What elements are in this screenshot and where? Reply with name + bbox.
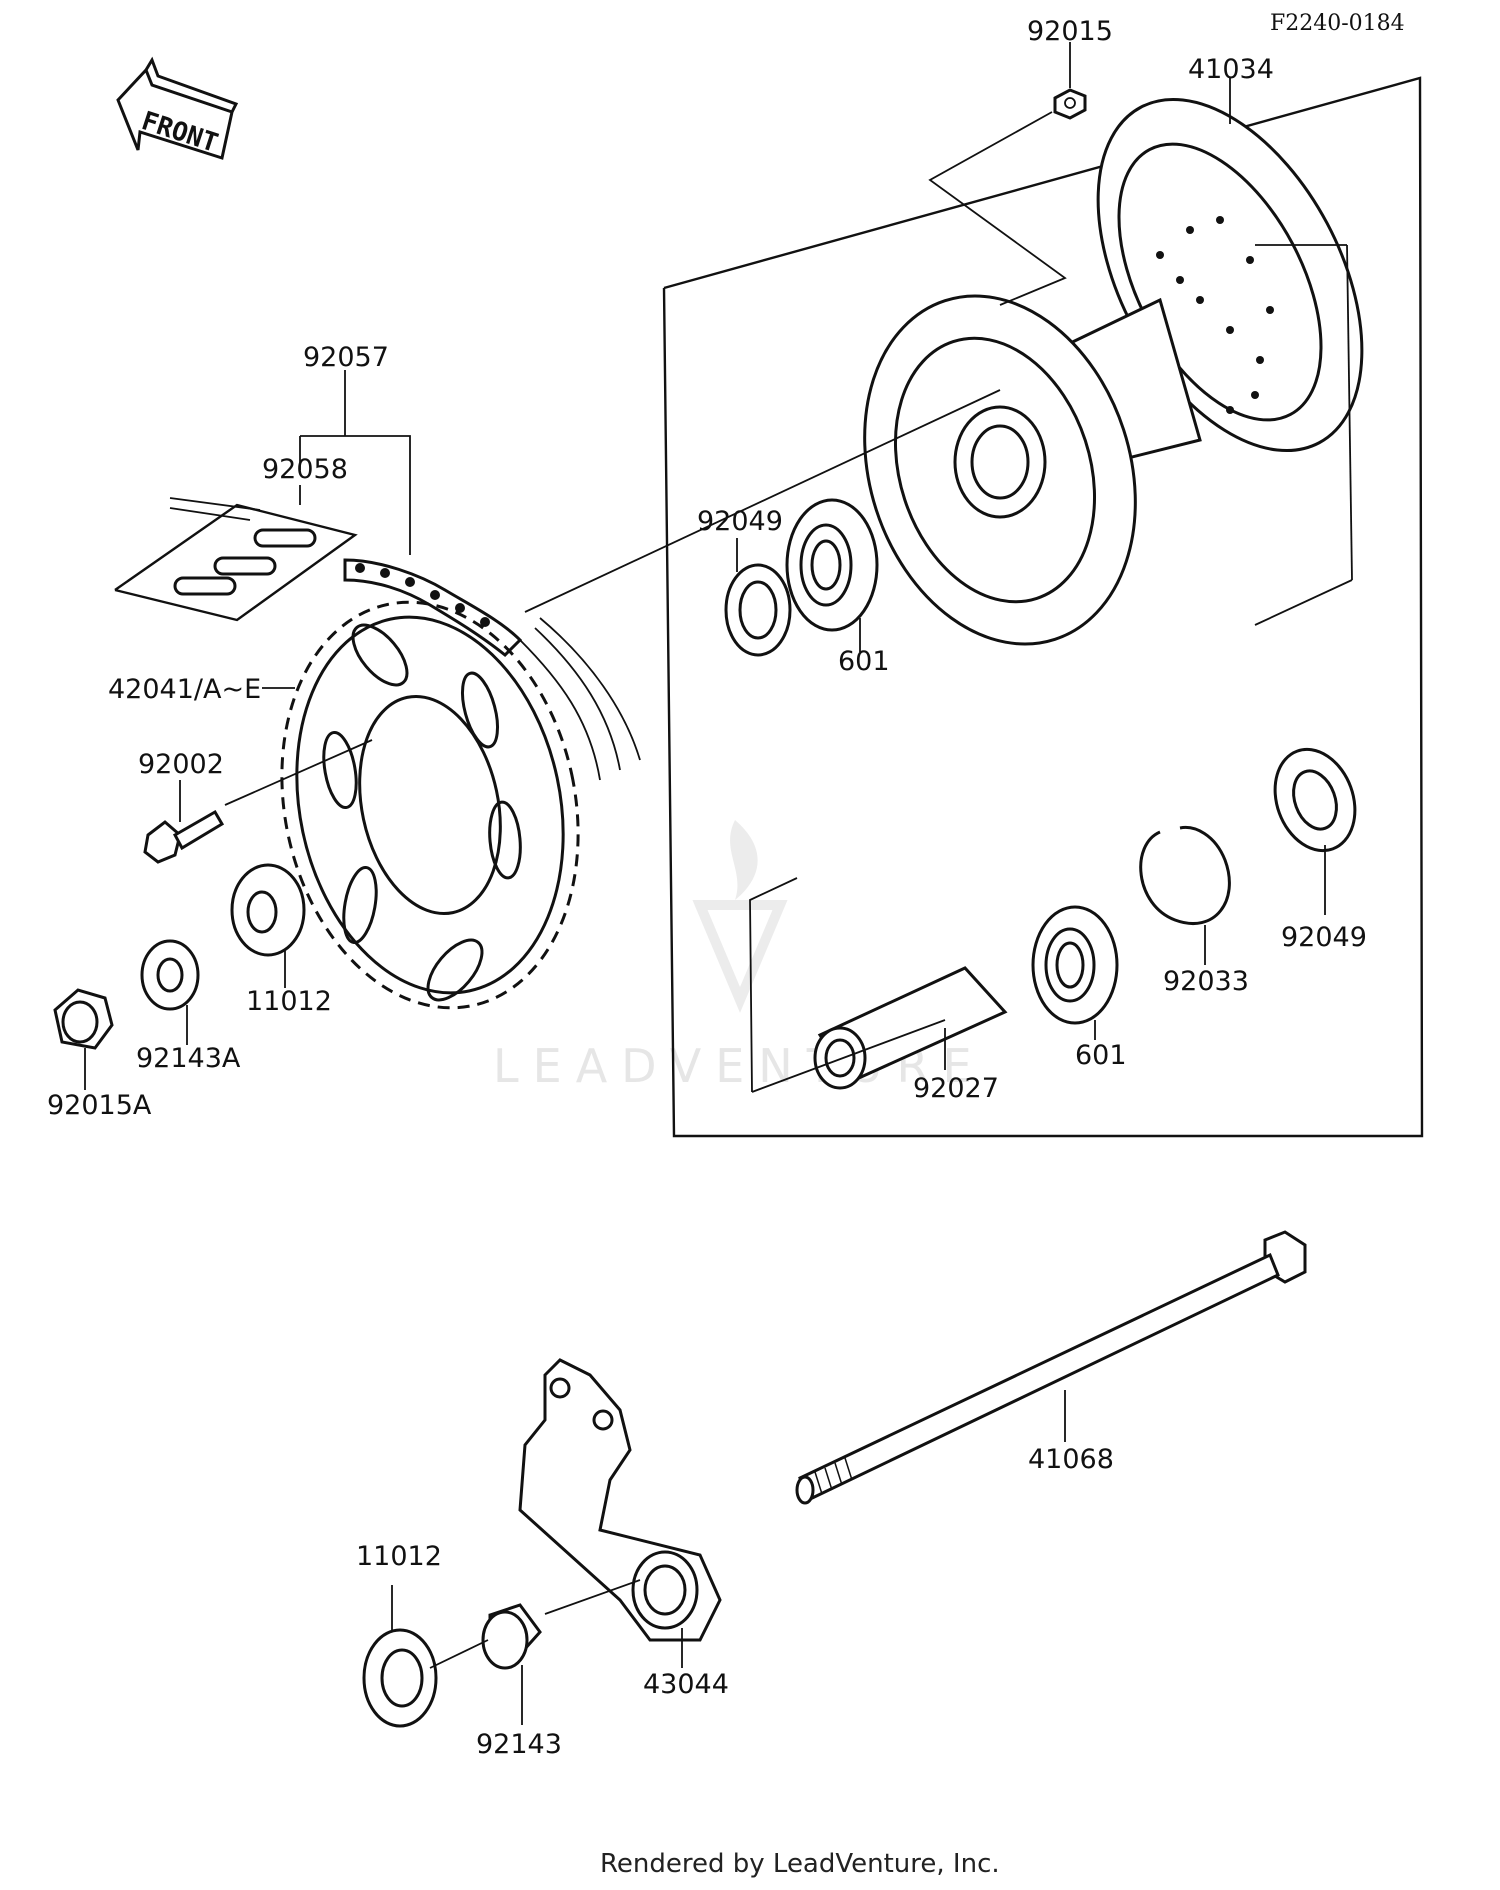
part-label-41068: 41068 — [1028, 1444, 1114, 1475]
collar-11012-top — [230, 863, 306, 957]
part-label-601-bottom: 601 — [1075, 1040, 1127, 1071]
part-label-92027: 92027 — [913, 1073, 999, 1104]
part-label-42041: 42041/A~E — [108, 674, 261, 705]
rear-axle-41068 — [795, 1230, 1307, 1505]
collar-11012-bottom — [362, 1628, 438, 1728]
front-arrow-icon: FRONT — [116, 56, 239, 160]
rear-sprocket — [280, 600, 580, 1010]
spacer-92143 — [481, 1603, 542, 1670]
nut-92015 — [1053, 88, 1087, 120]
part-label-92058: 92058 — [262, 454, 348, 485]
footer-credit: Rendered by LeadVenture, Inc. — [600, 1849, 1000, 1879]
part-label-92143a: 92143A — [136, 1043, 241, 1074]
part-label-92049-top: 92049 — [697, 506, 783, 537]
bolt-92002 — [143, 809, 225, 864]
nut-92015a — [53, 988, 114, 1050]
circlip-92033 — [1139, 825, 1231, 926]
bearing-601-top — [785, 498, 879, 632]
rear-hub — [863, 97, 1364, 646]
part-label-92057: 92057 — [303, 342, 389, 373]
chain-joint-box — [114, 497, 358, 622]
bearing-601-bottom — [1031, 905, 1119, 1025]
part-label-41034: 41034 — [1188, 54, 1274, 85]
part-label-92049-right: 92049 — [1281, 922, 1367, 953]
part-label-92015: 92015 — [1027, 16, 1113, 47]
part-label-92033: 92033 — [1163, 966, 1249, 997]
oil-seal-92049-top — [724, 563, 792, 657]
part-label-92143: 92143 — [476, 1729, 562, 1760]
part-label-601-top: 601 — [838, 646, 890, 677]
caliper-bracket-43044 — [518, 1358, 722, 1642]
part-label-92002: 92002 — [138, 749, 224, 780]
oil-seal-92049-right — [1273, 747, 1357, 853]
part-label-92015a: 92015A — [47, 1090, 152, 1121]
diagram-code: F2240-0184 — [1270, 11, 1405, 36]
spacer-92027 — [813, 966, 1008, 1090]
part-label-11012-top: 11012 — [246, 986, 332, 1017]
part-label-43044: 43044 — [643, 1669, 729, 1700]
spacer-92143a — [140, 939, 200, 1011]
drive-chain — [343, 558, 641, 781]
part-label-11012-bottom: 11012 — [356, 1541, 442, 1572]
